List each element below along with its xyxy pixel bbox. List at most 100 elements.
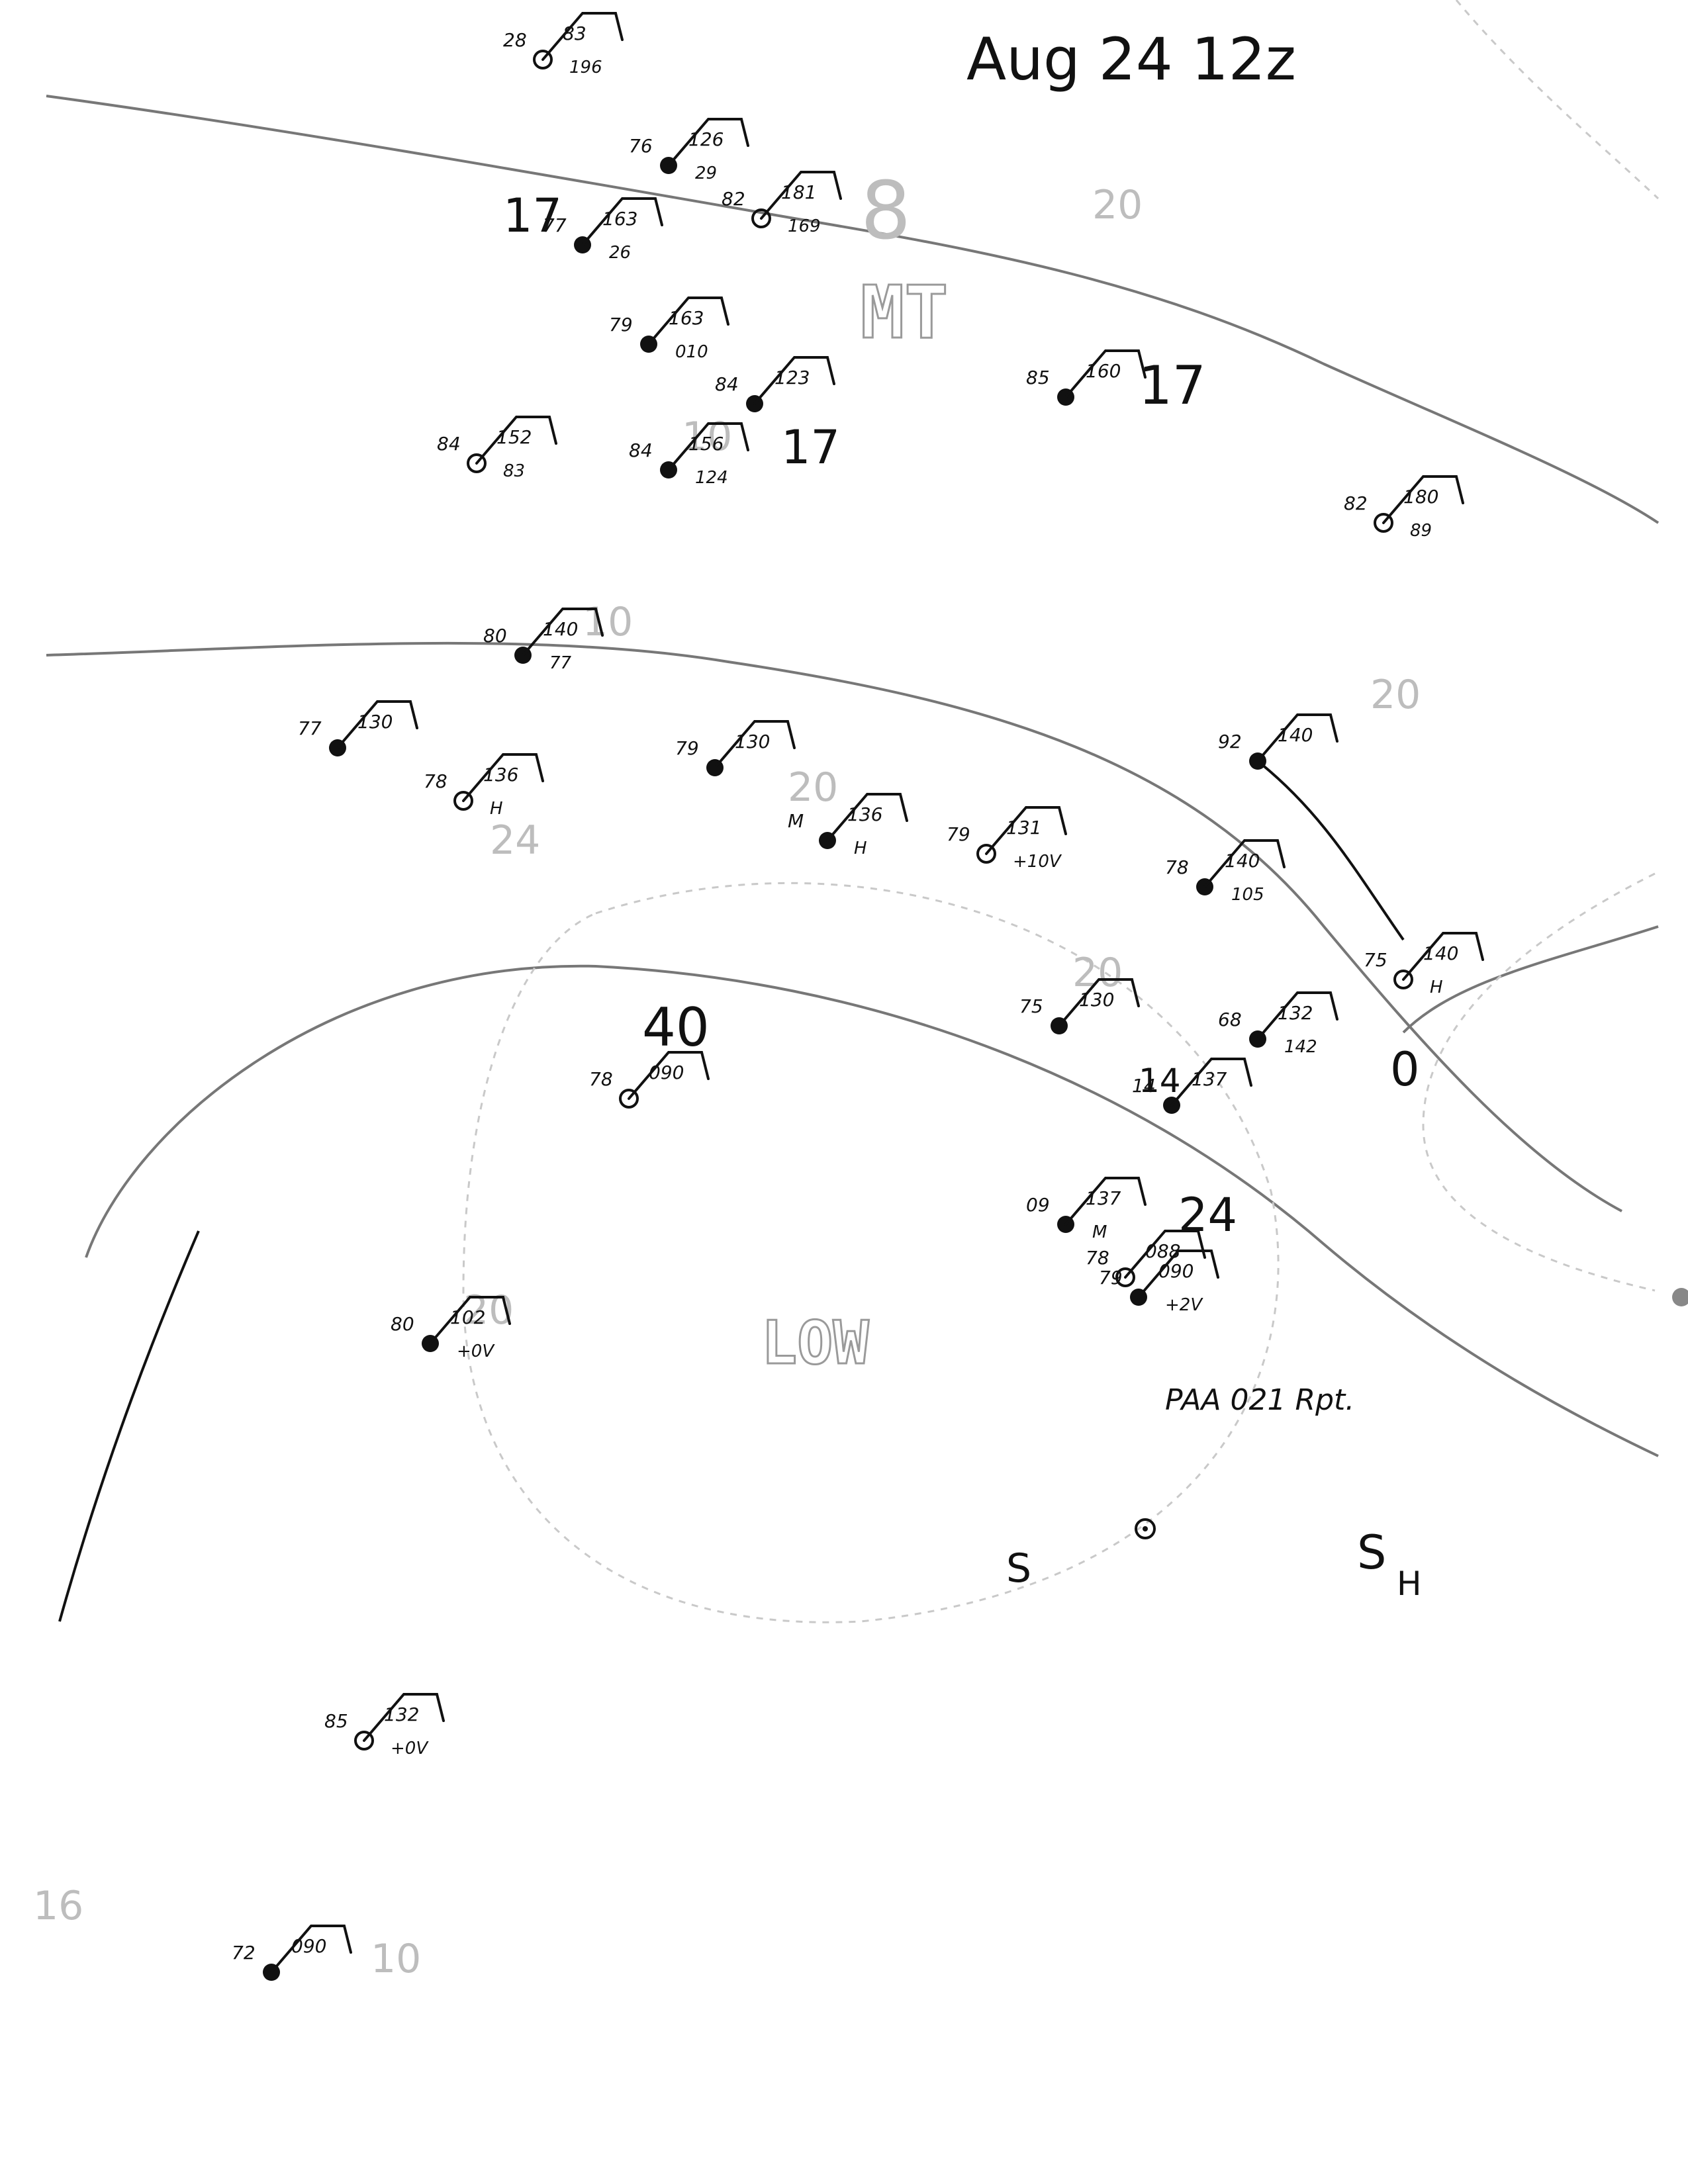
station-pressure: 090	[649, 1062, 684, 1083]
station-pressure: 180	[1403, 486, 1438, 508]
wind-barb	[760, 171, 842, 220]
edge-station-dot	[1672, 1288, 1688, 1306]
isobar-arc-top	[1455, 0, 1660, 200]
station-extra: +0V	[457, 1342, 495, 1361]
front-line-dark-west	[58, 1230, 200, 1622]
isobar-label: 14	[1139, 1062, 1181, 1100]
station-extra: +2V	[1165, 1295, 1203, 1315]
station-pressure: 152	[496, 426, 532, 448]
station-temperature: M	[788, 810, 804, 832]
station-pressure: 132	[384, 1704, 419, 1725]
wind-barb	[581, 197, 663, 246]
station-temperature: 79	[947, 823, 970, 845]
station-circle	[1393, 970, 1413, 989]
station-pressure: 181	[781, 181, 816, 203]
station-temperature: 82	[1344, 492, 1368, 514]
isobar-label: 16	[33, 1883, 83, 1929]
wind-barb	[1382, 475, 1464, 524]
pressure-40-label: 40	[642, 997, 710, 1058]
station-extra: 26	[609, 243, 631, 263]
wind-barb	[336, 700, 418, 749]
wind-barb	[1137, 1250, 1219, 1298]
front-line-dark	[1256, 760, 1405, 941]
station-temperature: 84	[715, 373, 739, 395]
isobar-label: 20	[1092, 182, 1143, 228]
station-pressure: 130	[1079, 989, 1114, 1011]
station-extra: 010	[675, 342, 708, 362]
station-temperature: 79	[609, 314, 633, 336]
station-extra: 196	[569, 58, 602, 77]
station-extra: 105	[1231, 885, 1264, 905]
station-temperature: 80	[391, 1313, 414, 1335]
wind-barb	[429, 1296, 511, 1345]
h-symbol-right: H	[1397, 1565, 1422, 1603]
isobar-label: 17	[503, 189, 562, 243]
isobar-arc-east	[1422, 872, 1656, 1292]
low-pressure-label: LOW	[761, 1308, 869, 1378]
isobar-label: 10	[371, 1936, 421, 1982]
station-temperature: 79	[1099, 1267, 1123, 1289]
station-pressure: 140	[543, 618, 578, 640]
station-circle	[533, 50, 553, 69]
wind-barb	[1256, 713, 1338, 762]
isobar-label: 0	[1390, 1042, 1420, 1097]
wind-barb	[753, 356, 835, 405]
wind-barb	[667, 422, 749, 471]
s-symbol-left: S	[1006, 1545, 1031, 1592]
isobar-label: 24	[1178, 1188, 1237, 1242]
station-pressure: 160	[1086, 360, 1121, 382]
station-extra: 29	[695, 163, 717, 183]
station-circle	[976, 844, 996, 864]
station-pressure: 126	[688, 128, 724, 150]
station-pressure: 137	[1086, 1187, 1121, 1209]
station-temperature: 14	[1132, 1075, 1156, 1097]
isobar-label: 20	[788, 764, 838, 811]
trough-line-middle	[46, 641, 1622, 1212]
trough-line-south	[85, 964, 1659, 1457]
isobar-label: 8	[861, 165, 911, 257]
station-temperature: 78	[424, 770, 447, 792]
wind-barb	[1064, 1177, 1147, 1226]
station-temperature: 78	[589, 1068, 613, 1090]
station-pressure: 83	[563, 23, 586, 44]
wind-barb	[363, 1693, 445, 1742]
station-extra: 142	[1284, 1037, 1317, 1057]
station-pressure: 130	[735, 731, 770, 752]
paa-report-note: PAA 021 Rpt.	[1165, 1383, 1354, 1417]
station-extra: 124	[695, 468, 728, 488]
wind-barb	[475, 416, 557, 465]
station-extra: +0V	[391, 1739, 429, 1758]
front-line-east	[1402, 925, 1659, 1034]
isobar-label: 10	[583, 599, 633, 645]
isobar-labels: 8 20 10 10 20 24 20 20 16 10 20	[33, 165, 1421, 1982]
station-circle	[1374, 513, 1393, 533]
station-temperature: 84	[629, 439, 653, 461]
wind-barb	[462, 753, 544, 802]
station-temperature: 80	[483, 625, 507, 647]
station-circle	[467, 453, 487, 473]
wind-barb	[1124, 1230, 1206, 1279]
wind-barb	[628, 1051, 710, 1100]
station-extra: 169	[788, 216, 821, 236]
station-pressure: 136	[847, 803, 882, 825]
station-temperature: 77	[298, 717, 322, 739]
